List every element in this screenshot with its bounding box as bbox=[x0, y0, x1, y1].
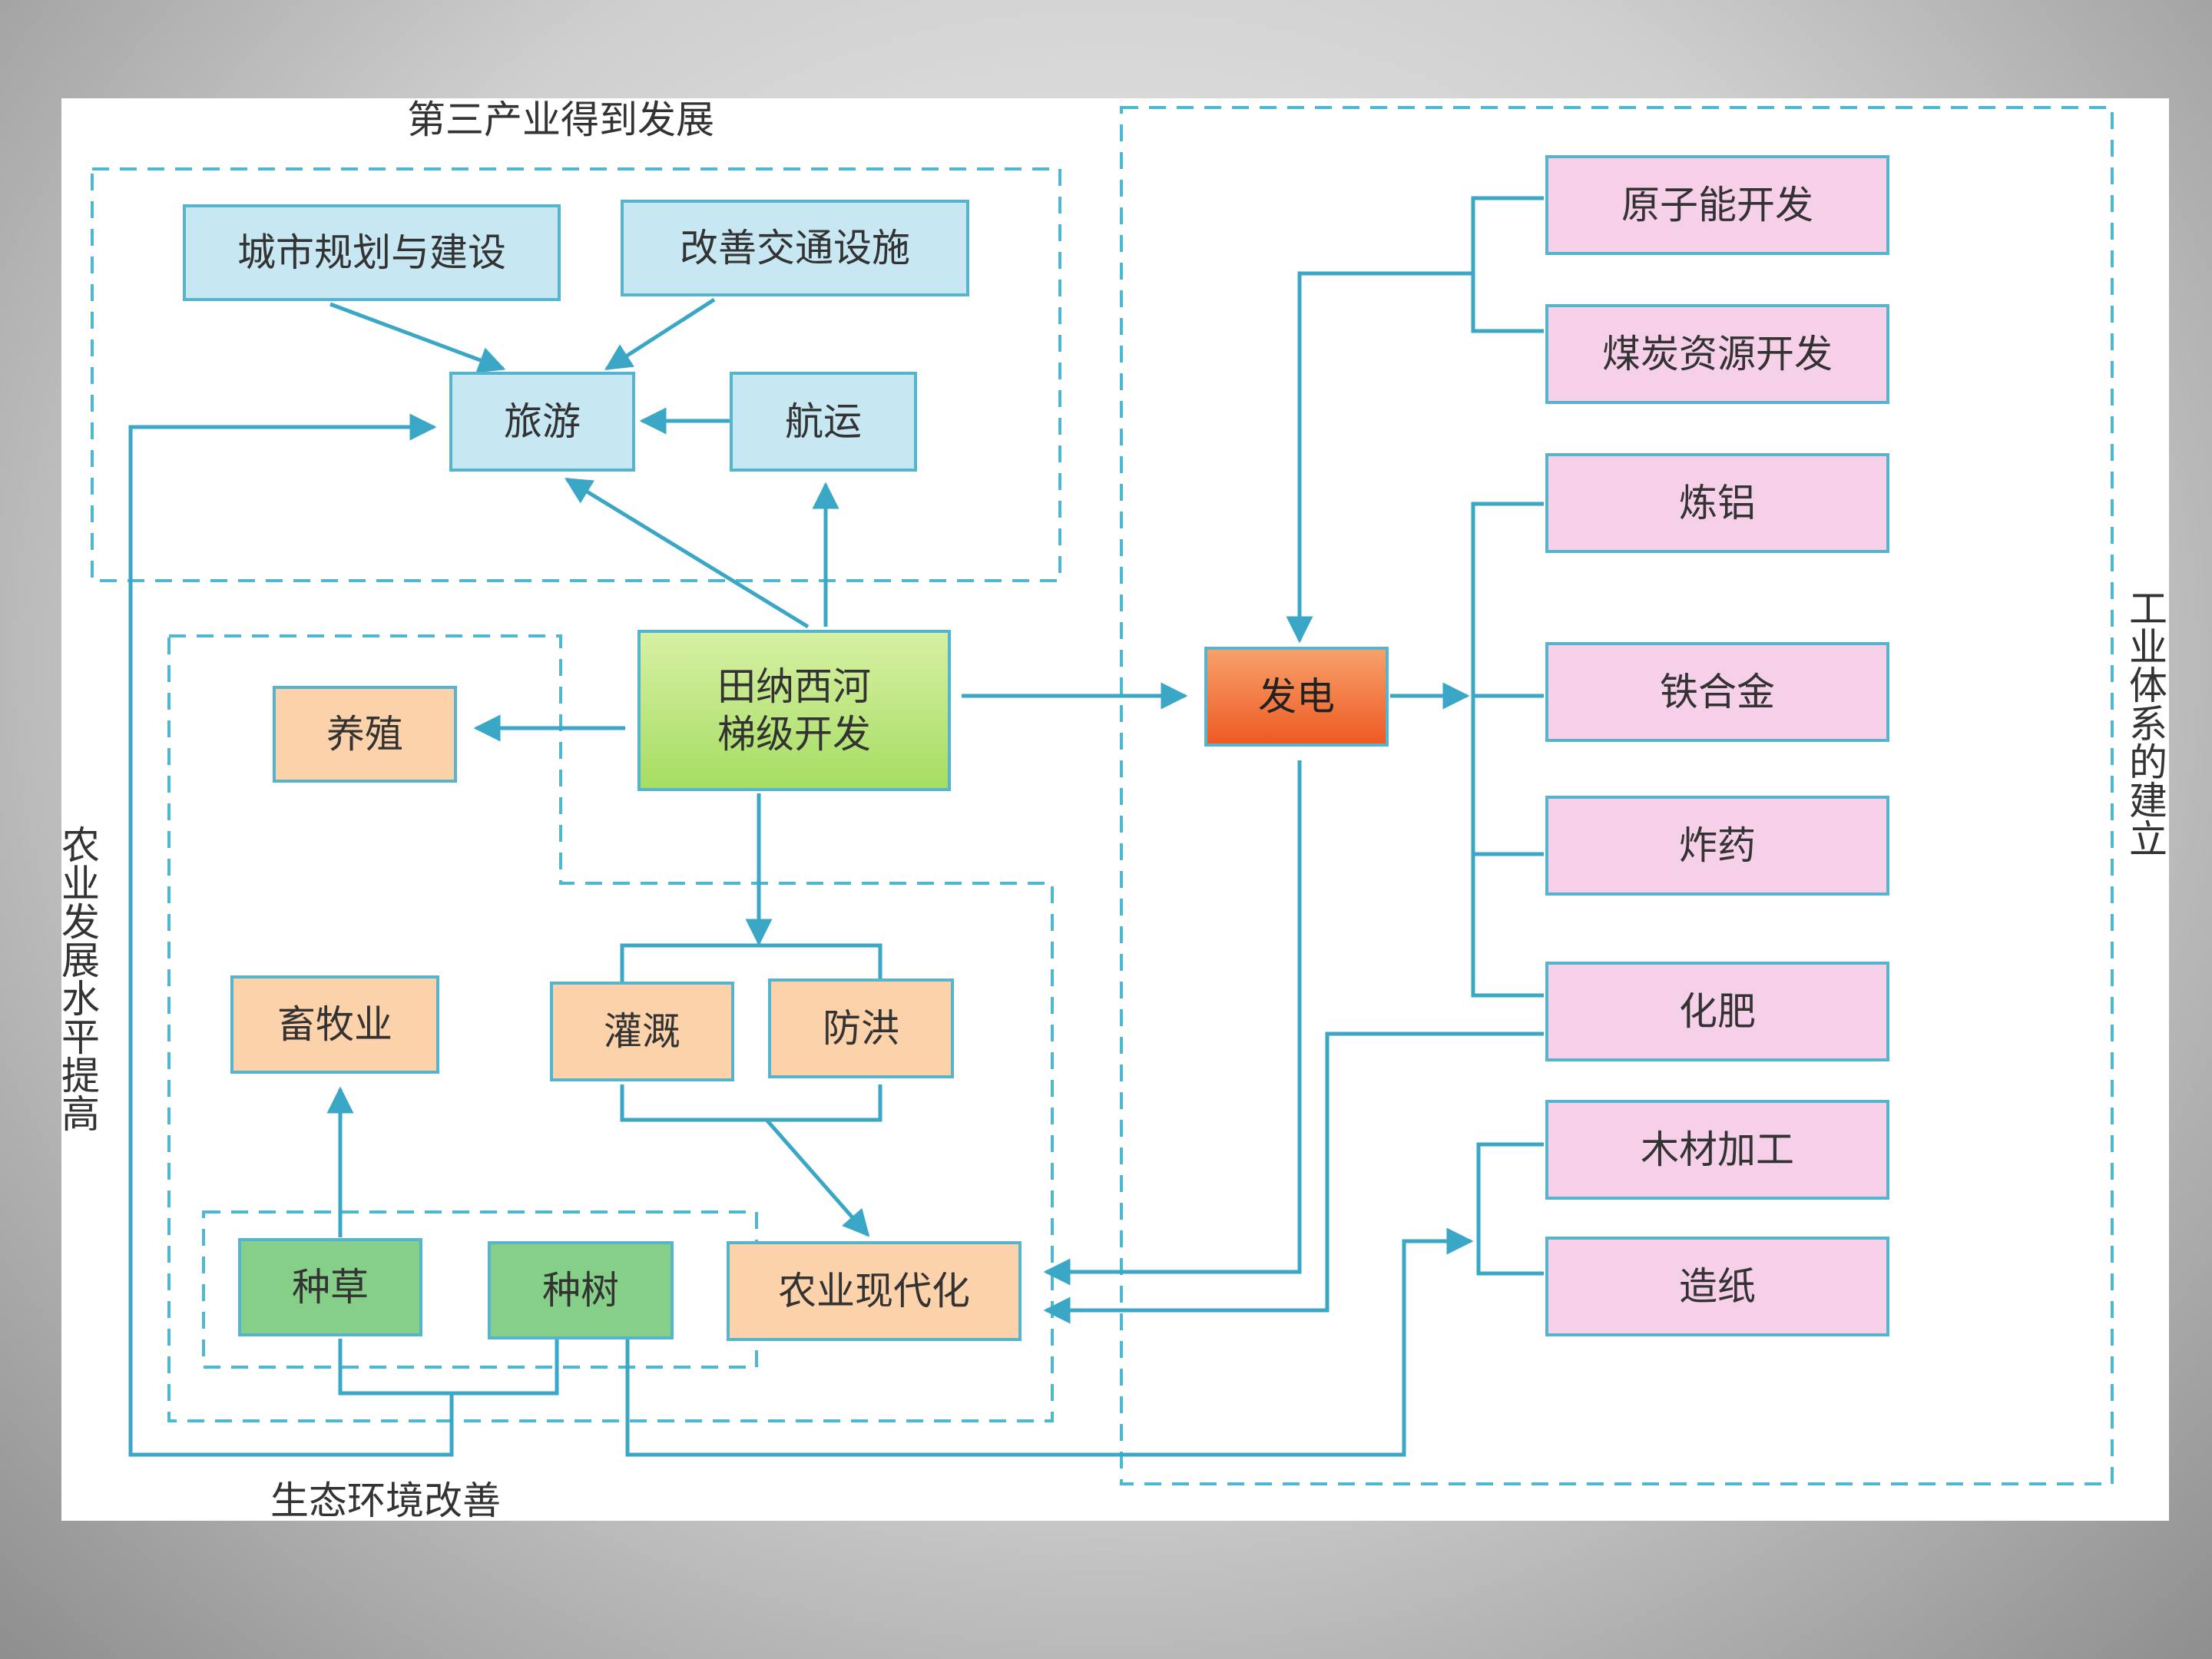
arrow-power-to-agri-modern bbox=[1043, 760, 1302, 1286]
bracket-irrigation-flood-top bbox=[620, 943, 882, 983]
node-livestock: 畜牧业 bbox=[230, 975, 439, 1074]
industry-group-label: 工业体系的建立 bbox=[2129, 587, 2167, 862]
node-grass: 种草 bbox=[238, 1238, 422, 1336]
node-nuclear: 原子能开发 bbox=[1545, 155, 1889, 255]
node-city-planning: 城市规划与建设 bbox=[183, 204, 561, 301]
node-agri-modern: 农业现代化 bbox=[727, 1241, 1022, 1341]
node-aluminum: 炼铝 bbox=[1545, 453, 1889, 553]
arrow-fertilizer-to-agri-modern bbox=[1043, 1031, 1544, 1324]
bracket-irrigation-flood-bottom bbox=[620, 1084, 882, 1122]
node-power: 发电 bbox=[1204, 647, 1389, 747]
node-transport: 改善交通设施 bbox=[621, 200, 969, 296]
connector-layer bbox=[91, 106, 2114, 1485]
node-paper: 造纸 bbox=[1545, 1237, 1889, 1336]
node-ferroalloy: 铁合金 bbox=[1545, 642, 1889, 742]
ecology-group-frame bbox=[202, 1210, 758, 1369]
branch-wood-paper bbox=[1476, 1142, 1544, 1276]
tertiary-group-frame bbox=[91, 167, 1061, 582]
loop-ecology-to-tourism bbox=[128, 413, 454, 1457]
arrow-transport-to-tourism bbox=[604, 297, 716, 371]
arrow-energy-to-power bbox=[1286, 271, 1473, 644]
node-flood-control: 防洪 bbox=[768, 979, 954, 1078]
node-irrigation: 灌溉 bbox=[550, 982, 734, 1081]
node-fertilizer: 化肥 bbox=[1545, 962, 1889, 1061]
node-explosives: 炸药 bbox=[1545, 796, 1889, 896]
branch-energy-sources bbox=[1471, 196, 1544, 333]
bracket-grass-trees bbox=[338, 1339, 559, 1396]
node-tourism: 旅游 bbox=[449, 372, 635, 472]
ecology-group-label: 生态环境改善 bbox=[270, 1479, 501, 1523]
node-trees: 种树 bbox=[488, 1241, 674, 1339]
tertiary-group-label: 第三产业得到发展 bbox=[407, 98, 714, 142]
arrow-city-to-tourism bbox=[329, 302, 506, 373]
node-wood: 木材加工 bbox=[1545, 1100, 1889, 1200]
node-coal: 煤炭资源开发 bbox=[1545, 304, 1889, 404]
industry-group-frame bbox=[1120, 106, 2114, 1485]
node-shipping: 航运 bbox=[730, 372, 917, 472]
line-trees-to-industry bbox=[625, 1227, 1474, 1457]
agriculture-group-frame bbox=[167, 634, 1054, 1422]
arrow-hub-to-tourism bbox=[565, 477, 810, 629]
node-hub: 田纳西河 梯级开发 bbox=[637, 630, 951, 791]
branch-power-industries bbox=[1471, 502, 1544, 998]
agriculture-group-label: 农业发展水平提高 bbox=[61, 823, 100, 1137]
diagram-canvas: 第三产业得到发展 农业发展水平提高 生态环境改善 工业体系的建立 城市规划与建设… bbox=[61, 98, 2169, 1523]
node-breeding: 养殖 bbox=[273, 686, 457, 783]
arrow-water-to-agri-modern bbox=[765, 1118, 870, 1237]
